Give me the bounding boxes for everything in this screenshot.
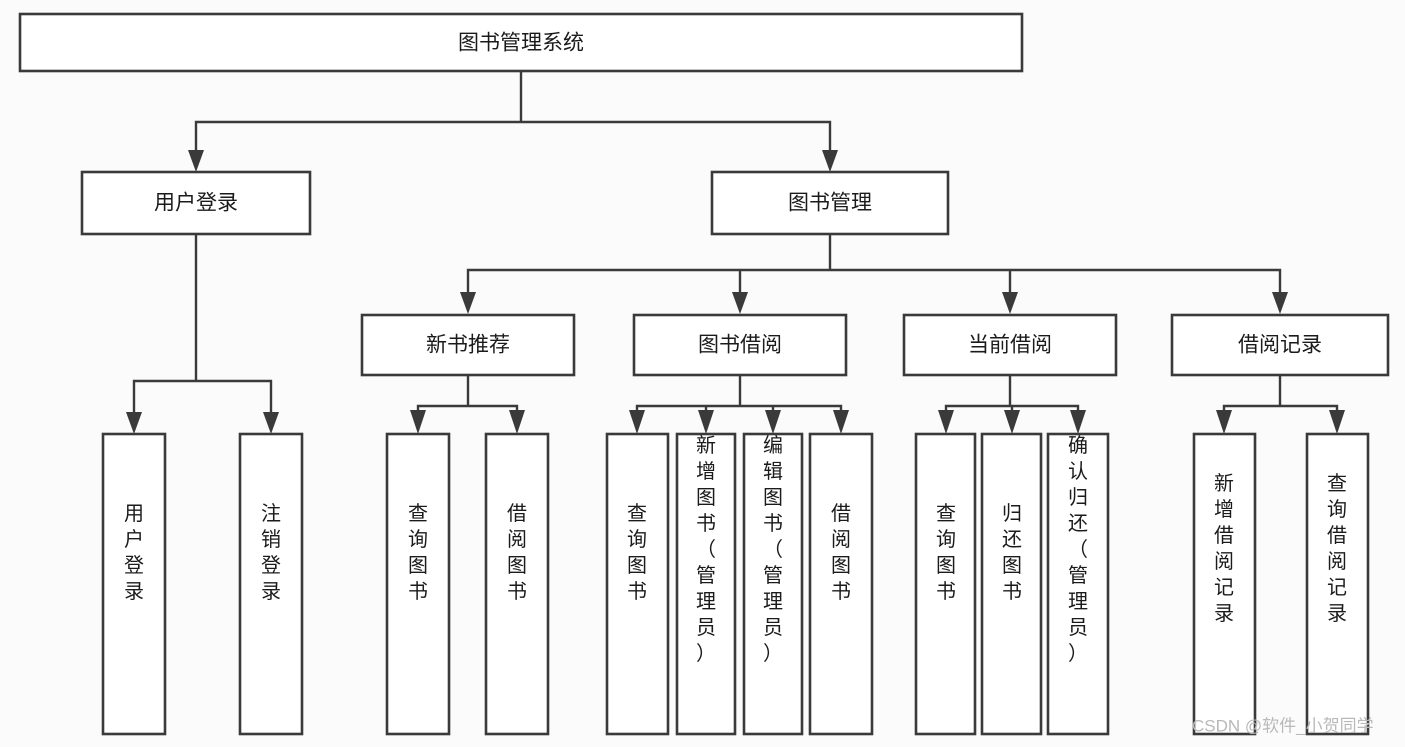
leaf-edit-book-admin[interactable]: 编辑图书（管理员） — [742, 432, 804, 736]
leaf-logout-label: 注销登录 — [261, 502, 281, 603]
leaf-query-book-borrow-box[interactable] — [605, 432, 670, 736]
leaf-query-borrow-record-label: 查询借阅记录 — [1327, 472, 1347, 625]
node-book-manage[interactable]: 图书管理 — [710, 170, 950, 236]
leaf-borrow-book-borrow-label: 借阅图书 — [831, 502, 851, 603]
leaf-return-book-box[interactable] — [980, 432, 1043, 736]
leaf-add-borrow-record-box[interactable] — [1192, 432, 1257, 736]
leaf-add-borrow-record-label: 新增借阅记录 — [1214, 472, 1234, 625]
arrow-to-leaf-confirm-return — [1070, 410, 1086, 434]
arrow-to-borrow-record — [1272, 292, 1288, 314]
leaf-query-book-newrec-label: 查询图书 — [408, 502, 428, 603]
arrow-to-new-book-rec — [460, 292, 476, 314]
connector-borrow-record-bus — [1222, 373, 1339, 414]
leaf-return-book-label: 归还图书 — [1002, 502, 1022, 603]
leaf-return-book[interactable]: 归还图书 — [980, 432, 1043, 736]
leaf-query-book-newrec-box[interactable] — [385, 432, 451, 736]
arrow-to-book-manage — [822, 150, 838, 172]
leaf-user-login-box[interactable] — [101, 432, 167, 736]
arrow-to-leaf-query-book-1 — [410, 410, 426, 434]
arrow-to-leaf-borrow-book-2 — [833, 410, 849, 434]
node-root-box[interactable] — [18, 12, 1024, 73]
csdn-watermark: CSDN @软件_小贺同学 — [1192, 716, 1374, 735]
node-root[interactable]: 图书管理系统 — [18, 12, 1024, 73]
node-borrow-record-box[interactable] — [1170, 313, 1390, 377]
leaf-query-borrow-record-box[interactable] — [1305, 432, 1370, 736]
node-book-manage-box[interactable] — [710, 170, 950, 236]
node-root-label: 图书管理系统 — [458, 32, 584, 55]
node-book-borrow-box[interactable] — [632, 313, 848, 377]
node-current-borrow[interactable]: 当前借阅 — [902, 313, 1118, 377]
connector-layer — [126, 69, 1345, 434]
leaf-user-login[interactable]: 用户登录 — [101, 432, 167, 736]
connector-current-borrow-bus — [944, 373, 1080, 414]
leaf-query-book-borrow[interactable]: 查询图书 — [605, 432, 670, 736]
arrow-to-leaf-edit-book — [765, 410, 781, 434]
leaf-confirm-return-admin-box[interactable] — [1046, 432, 1110, 736]
leaf-query-book-borrow-label: 查询图书 — [627, 502, 647, 603]
node-book-manage-label: 图书管理 — [788, 192, 872, 215]
leaf-confirm-return-admin-label: 确认归还（管理员） — [1068, 434, 1088, 665]
leaf-logout[interactable]: 注销登录 — [238, 432, 304, 736]
arrow-to-leaf-user-login — [126, 412, 142, 434]
leaf-borrow-book-borrow-box[interactable] — [808, 432, 874, 736]
arrow-to-book-borrow — [732, 292, 748, 314]
leaf-confirm-return-admin[interactable]: 确认归还（管理员） — [1046, 432, 1110, 736]
node-user-login-label: 用户登录 — [154, 192, 238, 215]
leaf-borrow-book-newrec-label: 借阅图书 — [507, 502, 527, 603]
node-new-book-recommend-box[interactable] — [360, 313, 576, 377]
connector-root-bus — [194, 69, 832, 152]
arrow-to-leaf-borrow-book-1 — [509, 410, 525, 434]
leaf-add-book-admin-box[interactable] — [675, 432, 737, 736]
node-current-borrow-label: 当前借阅 — [968, 334, 1052, 357]
leaf-add-book-admin-label: 新增图书（管理员） — [696, 434, 716, 665]
leaf-edit-book-admin-box[interactable] — [742, 432, 804, 736]
leaf-query-book-current-label: 查询图书 — [936, 502, 956, 603]
arrow-to-leaf-add-record — [1216, 410, 1232, 434]
leaf-logout-box[interactable] — [238, 432, 304, 736]
node-user-login[interactable]: 用户登录 — [80, 170, 312, 236]
leaf-add-book-admin[interactable]: 新增图书（管理员） — [675, 432, 737, 736]
connector-user-login-bus — [132, 232, 273, 414]
arrow-to-leaf-query-book-3 — [938, 410, 954, 434]
leaf-query-book-newrec[interactable]: 查询图书 — [385, 432, 451, 736]
node-book-borrow-label: 图书借阅 — [698, 334, 782, 357]
leaf-user-login-label: 用户登录 — [124, 503, 144, 603]
connector-book-borrow-bus — [635, 373, 843, 414]
node-new-book-recommend-label: 新书推荐 — [426, 334, 510, 357]
leaf-add-borrow-record[interactable]: 新增借阅记录 — [1192, 432, 1257, 736]
arrow-to-leaf-logout — [263, 412, 279, 434]
leaf-edit-book-admin-label: 编辑图书（管理员） — [763, 434, 783, 665]
leaf-borrow-book-newrec[interactable]: 借阅图书 — [484, 432, 550, 736]
arrow-to-leaf-query-record — [1329, 410, 1345, 434]
node-new-book-recommend[interactable]: 新书推荐 — [360, 313, 576, 377]
node-borrow-record-label: 借阅记录 — [1238, 334, 1322, 357]
arrow-to-leaf-return-book — [1004, 410, 1020, 434]
arrow-to-leaf-add-book — [698, 410, 714, 434]
leaf-query-borrow-record[interactable]: 查询借阅记录 — [1305, 432, 1370, 736]
arrow-to-leaf-query-book-2 — [629, 410, 645, 434]
node-current-borrow-box[interactable] — [902, 313, 1118, 377]
node-book-borrow[interactable]: 图书借阅 — [632, 313, 848, 377]
arrow-to-current-borrow — [1002, 292, 1018, 314]
connector-book-manage-bus — [466, 232, 1282, 294]
connector-new-book-rec-bus — [416, 373, 519, 414]
leaf-query-book-current[interactable]: 查询图书 — [914, 432, 977, 736]
leaf-query-book-current-box[interactable] — [914, 432, 977, 736]
leaf-borrow-book-newrec-box[interactable] — [484, 432, 550, 736]
arrow-to-user-login — [188, 150, 204, 172]
node-user-login-box[interactable] — [80, 170, 312, 236]
leaf-borrow-book-borrow[interactable]: 借阅图书 — [808, 432, 874, 736]
node-borrow-record[interactable]: 借阅记录 — [1170, 313, 1390, 377]
